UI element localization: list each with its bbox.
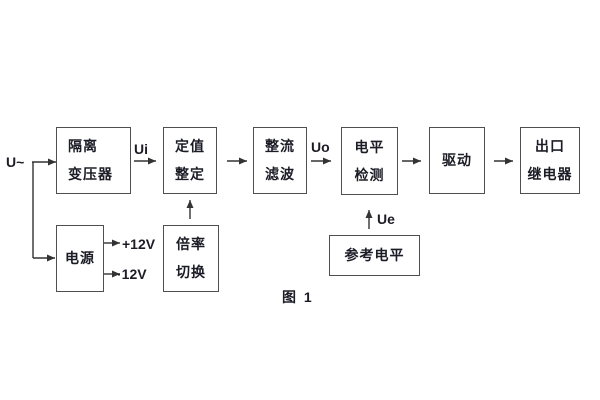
block-label: 出口 (535, 138, 565, 154)
block-label: 整流 (265, 138, 295, 154)
block-setting-adjust: 定值 整定 (163, 127, 217, 194)
block-isolation-transformer: 隔离 变压器 (56, 127, 131, 194)
block-ratio-switch: 倍率 切换 (163, 225, 219, 292)
block-reference-level: 参考电平 (329, 235, 420, 276)
block-output-relay: 出口 继电器 (520, 127, 580, 194)
block-level-detect: 电平 检测 (341, 127, 398, 195)
rail-label-plus12v: +12V (122, 236, 156, 252)
rail-label-minus12v: ·12V (117, 266, 147, 282)
signal-label-ui: Ui (134, 141, 148, 157)
block-label: 驱动 (442, 152, 472, 168)
block-label: 倍率 (176, 236, 206, 252)
block-label: 定值 (175, 138, 205, 154)
signal-label-uo: Uo (311, 139, 330, 155)
block-label: 切换 (176, 264, 206, 280)
block-label: 继电器 (527, 166, 573, 182)
block-label: 变压器 (68, 166, 113, 182)
block-label: 参考电平 (344, 247, 405, 263)
block-label: 电源 (65, 250, 95, 266)
figure-caption: 图 1 (282, 289, 314, 305)
block-label: 电平 (354, 138, 385, 155)
block-label: 滤波 (265, 166, 295, 182)
signal-label-ue: Ue (377, 211, 395, 227)
block-label: 隔离 (68, 138, 98, 154)
block-label: 整定 (175, 166, 205, 182)
block-label: 检测 (354, 166, 385, 183)
block-drive: 驱动 (429, 127, 485, 194)
input-signal-label: U~ (6, 154, 25, 170)
block-power-supply: 电源 (56, 225, 104, 292)
block-rectifier-filter: 整流 滤波 (253, 127, 307, 194)
